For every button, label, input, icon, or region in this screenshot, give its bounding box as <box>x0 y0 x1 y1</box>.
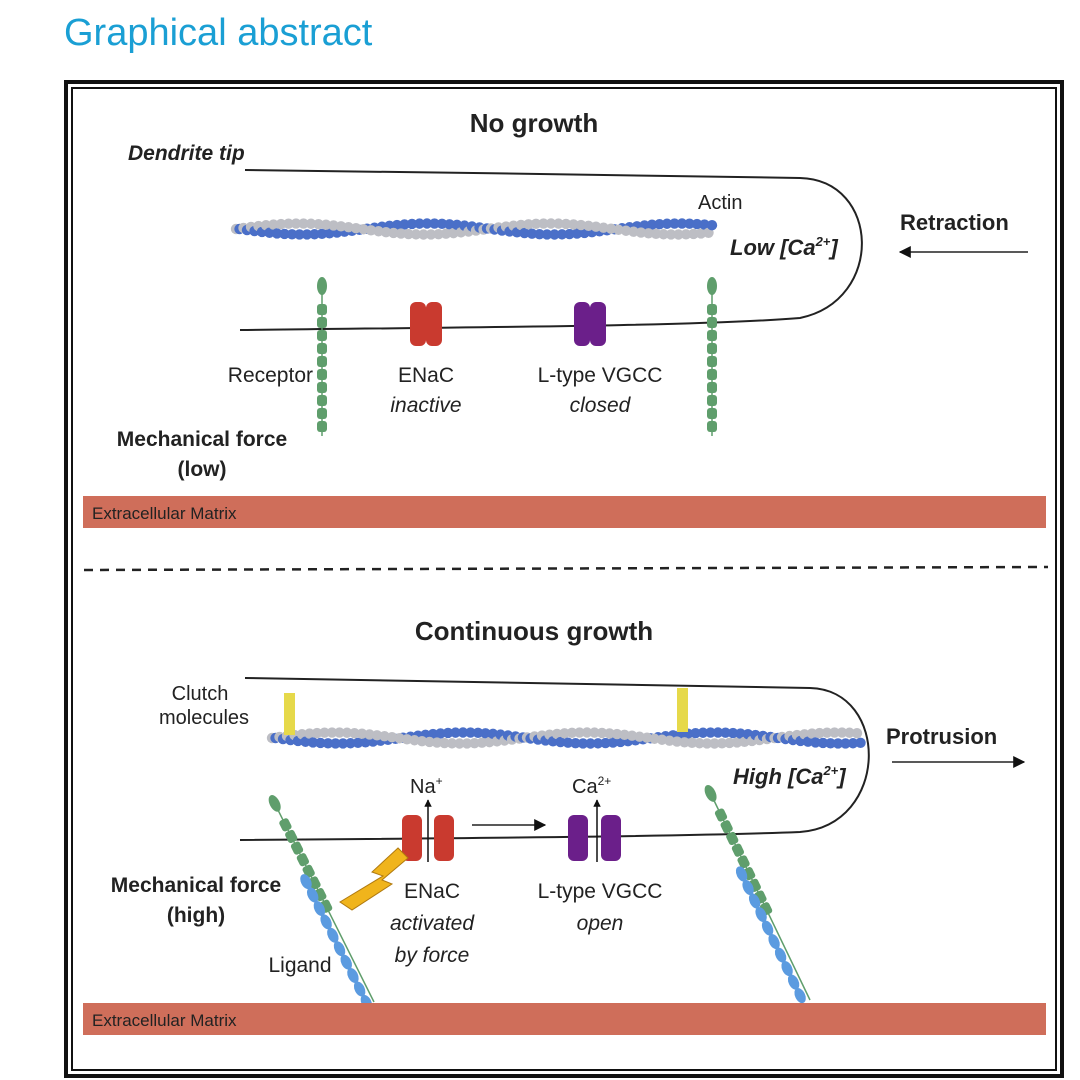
mechanical-force-bolt-icon <box>339 847 409 911</box>
enac-state-activated-line1: activated <box>390 912 475 935</box>
panel-title-continuous-growth: Continuous growth <box>415 616 653 646</box>
actin-filament-bottom <box>266 727 866 749</box>
mechanical-force-high-line1: Mechanical force <box>111 874 281 897</box>
enac-channel-activated <box>402 815 454 861</box>
dendrite-tip-label: Dendrite tip <box>128 142 245 165</box>
vgcc-channel-closed <box>574 302 606 346</box>
graphical-abstract-title: Graphical abstract <box>64 12 373 54</box>
panel-continuous-growth: Continuous growth Clutch molecules Protr… <box>83 616 1046 1035</box>
vgcc-label-top: L-type VGCC <box>538 364 663 387</box>
dendrite-membrane-bottom <box>239 677 870 841</box>
high-calcium-label: High [Ca2+] <box>733 763 846 789</box>
clutch-molecule-right <box>677 688 688 732</box>
protrusion-label: Protrusion <box>886 724 997 749</box>
actin-label: Actin <box>698 192 742 214</box>
dendrite-membrane-top <box>239 169 863 331</box>
outer-frame <box>64 80 1064 1078</box>
receptor-top-right <box>707 277 717 436</box>
panel-separator <box>83 565 1049 572</box>
mechanical-force-low-line2: (low) <box>178 458 227 481</box>
clutch-label-line1: Clutch <box>172 683 229 705</box>
receptor-ligand-complex-right <box>704 785 811 1004</box>
receptor-ligand-complex-left <box>268 795 375 1010</box>
panel-title-no-growth: No growth <box>470 108 599 138</box>
vgcc-channel-open <box>568 815 621 861</box>
enac-state-activated-line2: by force <box>395 944 470 967</box>
enac-label-bottom: ENaC <box>404 880 460 903</box>
extracellular-matrix-top <box>83 496 1046 528</box>
panel-no-growth: No growth Dendrite tip Actin Low [Ca2+] … <box>83 108 1046 528</box>
ecm-label-bottom: Extracellular Matrix <box>92 1011 237 1030</box>
mechanical-force-low-line1: Mechanical force <box>117 428 287 451</box>
enac-state-inactive: inactive <box>390 394 461 417</box>
low-calcium-label: Low [Ca2+] <box>730 234 838 260</box>
mechanical-force-high-line2: (high) <box>167 904 225 927</box>
vgcc-state-closed: closed <box>570 394 632 417</box>
ligand-label: Ligand <box>268 954 331 977</box>
retraction-label: Retraction <box>900 210 1009 235</box>
vgcc-state-open: open <box>577 912 624 935</box>
receptor-label: Receptor <box>228 364 313 387</box>
actin-filament-top <box>230 218 718 240</box>
clutch-molecule-left <box>284 693 295 735</box>
ecm-label-top: Extracellular Matrix <box>92 504 237 523</box>
enac-channel-inactive <box>410 302 442 346</box>
enac-label-top: ENaC <box>398 364 454 387</box>
vgcc-label-bottom: L-type VGCC <box>538 880 663 903</box>
clutch-label-line2: molecules <box>159 707 249 729</box>
receptor-top-left <box>317 277 327 436</box>
sodium-ion-label: Na+ <box>410 774 443 798</box>
extracellular-matrix-bottom <box>83 1003 1046 1035</box>
inner-frame <box>71 87 1057 1071</box>
calcium-ion-label: Ca2+ <box>572 774 611 798</box>
